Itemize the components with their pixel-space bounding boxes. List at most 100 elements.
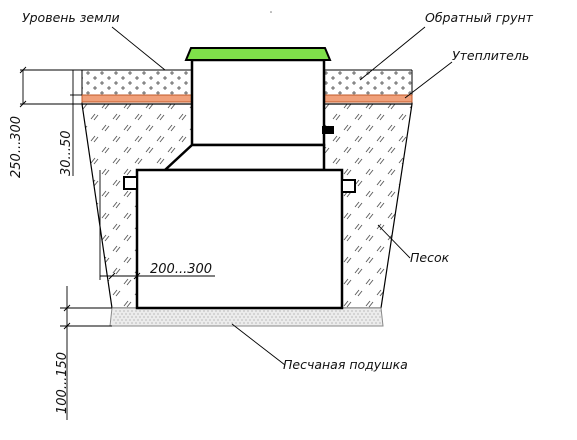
inlet-pipe-stub: [322, 126, 334, 134]
cushion-dot: [287, 316, 289, 318]
cushion-dot: [223, 316, 225, 318]
cushion-dot: [175, 322, 177, 324]
cushion-dot: [295, 316, 297, 318]
sand-cushion-dots: [113, 310, 381, 324]
cushion-dot: [185, 319, 187, 321]
cushion-dot: [267, 322, 269, 324]
cushion-dot: [135, 310, 137, 312]
cushion-dot: [317, 313, 319, 315]
cushion-dot: [247, 310, 249, 312]
cushion-dot: [235, 316, 237, 318]
cushion-dot: [219, 310, 221, 312]
cushion-dot: [367, 310, 369, 312]
cushion-dot: [325, 313, 327, 315]
cushion-dot: [273, 313, 275, 315]
cushion-dot: [251, 322, 253, 324]
cushion-dot: [365, 313, 367, 315]
cushion-dot: [263, 310, 265, 312]
cushion-dot: [345, 313, 347, 315]
cushion-dot: [155, 322, 157, 324]
cushion-dot: [293, 313, 295, 315]
sand-cushion-region: [109, 307, 384, 327]
cushion-dot: [375, 310, 377, 312]
cushion-dot: [145, 319, 147, 321]
cushion-dot: [357, 313, 359, 315]
cushion-dot: [115, 310, 117, 312]
cushion-dot: [253, 313, 255, 315]
cushion-dot: [335, 310, 337, 312]
cushion-dot: [197, 313, 199, 315]
tank-lid: [184, 47, 332, 61]
cushion-dot: [139, 316, 141, 318]
cushion-dot: [321, 319, 323, 321]
cushion-dot: [339, 316, 341, 318]
cushion-dot: [373, 319, 375, 321]
insulation-right: [323, 94, 413, 103]
cushion-dot: [265, 313, 267, 315]
cushion-dot: [315, 310, 317, 312]
cushion-dot: [159, 322, 161, 324]
cushion-dot: [195, 316, 197, 318]
cushion-dot: [237, 313, 239, 315]
cushion-dot: [323, 310, 325, 312]
cushion-dot: [375, 316, 377, 318]
cushion-dot: [127, 322, 129, 324]
cushion-dot: [361, 313, 363, 315]
cushion-dot: [291, 316, 293, 318]
cushion-dot: [277, 319, 279, 321]
cushion-dot: [221, 319, 223, 321]
cushion-dot: [235, 322, 237, 324]
cushion-dot: [275, 322, 277, 324]
cushion-dot: [277, 313, 279, 315]
cushion-dot: [131, 310, 133, 312]
cushion-dot: [223, 322, 225, 324]
cushion-dot: [211, 316, 213, 318]
cushion-dot: [119, 316, 121, 318]
cushion-dot: [245, 319, 247, 321]
cushion-dot: [119, 310, 121, 312]
cushion-dot: [161, 313, 163, 315]
cushion-dot: [199, 316, 201, 318]
cushion-dot: [177, 319, 179, 321]
label-sand: Песок: [410, 250, 450, 265]
cushion-dot: [171, 316, 173, 318]
cushion-dot: [189, 313, 191, 315]
cushion-dot: [351, 310, 353, 312]
label-backfill: Обратный грунт: [425, 10, 534, 25]
cushion-dot: [139, 310, 141, 312]
cushion-dot: [273, 319, 275, 321]
cushion-dot: [231, 310, 233, 312]
cushion-dot: [269, 319, 271, 321]
cushion-dot: [207, 316, 209, 318]
cushion-dot: [379, 310, 381, 312]
cushion-dot: [319, 322, 321, 324]
cushion-dot: [131, 316, 133, 318]
cushion-dot: [199, 322, 201, 324]
cushion-dot: [233, 313, 235, 315]
cushion-dot: [131, 322, 133, 324]
cushion-dot: [179, 310, 181, 312]
cushion-dot: [129, 313, 131, 315]
cushion-dot: [241, 313, 243, 315]
cushion-dot: [337, 313, 339, 315]
cushion-dot: [149, 313, 151, 315]
cushion-dot: [167, 316, 169, 318]
cushion-dot: [289, 313, 291, 315]
cushion-dot: [151, 322, 153, 324]
cushion-dot: [359, 322, 361, 324]
cushion-dot: [135, 322, 137, 324]
cushion-dot: [191, 316, 193, 318]
cushion-dot: [293, 319, 295, 321]
cushion-dot: [373, 313, 375, 315]
backfill-right: [324, 70, 412, 95]
cushion-dot: [231, 316, 233, 318]
cushion-dot: [307, 316, 309, 318]
cushion-dot: [323, 316, 325, 318]
dimension-cushion: [60, 286, 112, 420]
cushion-dot: [161, 319, 163, 321]
cushion-dot: [305, 313, 307, 315]
cushion-dot: [369, 319, 371, 321]
cushion-dot: [243, 322, 245, 324]
cushion-dot: [227, 322, 229, 324]
